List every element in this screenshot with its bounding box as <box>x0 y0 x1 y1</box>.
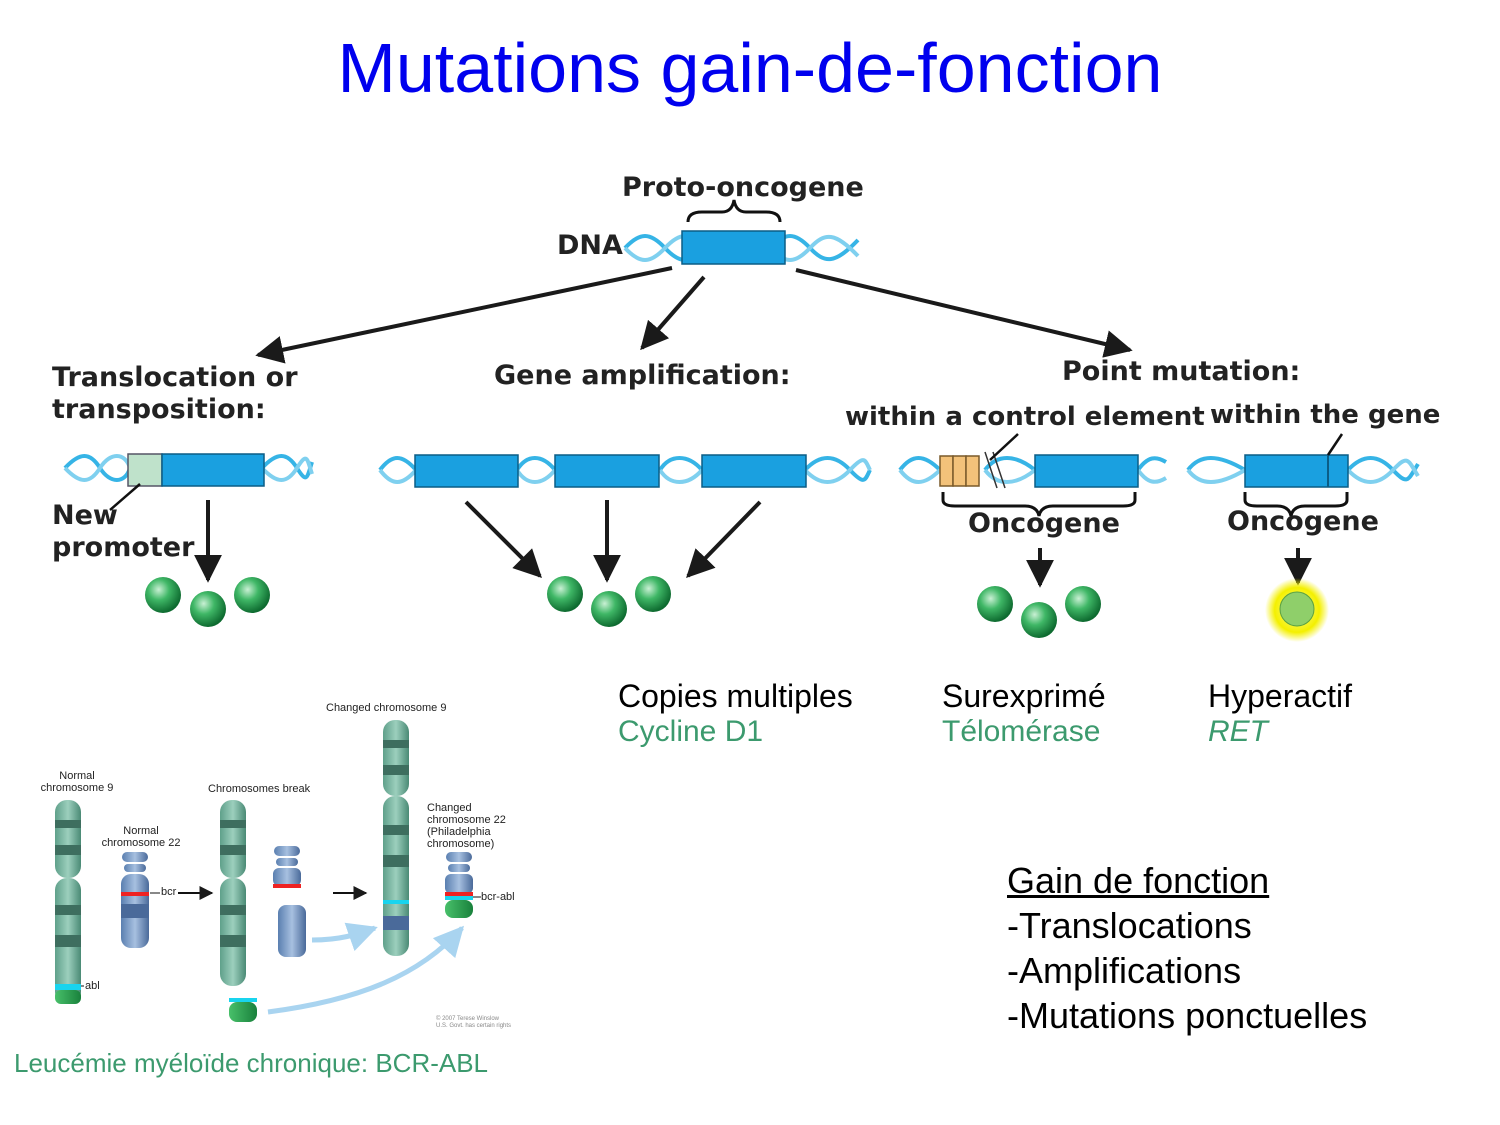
amplification-dna <box>378 456 872 484</box>
amplified-gene-copy <box>414 454 519 488</box>
proto-oncogene-gene <box>681 230 786 265</box>
category-overexpressed: Surexprimé Télomérase <box>942 678 1106 749</box>
slide-title: Mutations gain-de-fonction <box>337 29 1163 107</box>
bcr-label: bcr <box>161 886 177 898</box>
figure-caption: Leucémie myéloïde chronique: BCR-ABL <box>14 1048 489 1078</box>
arrow-abl-move <box>267 925 464 1015</box>
control-element-dna <box>898 456 1168 484</box>
category-label: Surexprimé <box>942 678 1106 714</box>
new-promoter-label: New promoter <box>52 500 195 563</box>
amplified-gene-copy <box>554 454 660 488</box>
arrow-amplification <box>640 275 706 351</box>
translocation-dna <box>63 454 314 482</box>
category-label: Copies multiples <box>618 678 853 714</box>
protein <box>635 576 671 612</box>
new-promoter-box <box>127 453 163 487</box>
new-promoter-pointer <box>109 483 141 511</box>
within-gene-dna <box>1186 456 1420 484</box>
protein <box>234 577 270 613</box>
category-example: Cycline D1 <box>618 715 764 748</box>
protein <box>591 591 627 627</box>
gene-amplification-label: Gene amplification: <box>494 360 791 391</box>
oncogene-label-gene: Oncogene <box>1227 506 1379 537</box>
summary-heading: Gain de fonction <box>1007 860 1270 901</box>
normal-chr9-label: Normal chromosome 9 <box>40 770 114 794</box>
control-oncogene-gene <box>1034 454 1139 488</box>
chromosome-9-broken <box>220 800 257 1022</box>
proto-oncogene-brace <box>686 199 782 223</box>
mutated-oncogene-brace <box>1243 492 1349 517</box>
arrow-amplification-protein <box>464 500 542 578</box>
summary-item: -Amplifications <box>1007 950 1242 991</box>
protein <box>977 586 1013 622</box>
chromosome-22-philadelphia <box>445 852 473 918</box>
control-element-boxes <box>939 451 1006 489</box>
category-copies: Copies multiples Cycline D1 <box>618 678 853 749</box>
translocation-label: Translocation or transposition: <box>52 362 298 425</box>
protein <box>145 577 181 613</box>
arrow-point-mutation <box>795 268 1133 358</box>
protein <box>1065 586 1101 622</box>
within-gene-label: within the gene <box>1210 400 1441 430</box>
bcr-abl-label: bcr-abl <box>481 891 515 903</box>
summary-block: Gain de fonction -Translocations -Amplif… <box>1007 858 1367 1038</box>
chromosome-9-changed <box>383 720 409 956</box>
protein <box>547 576 583 612</box>
category-example: RET <box>1208 715 1268 748</box>
chromosome-9-normal <box>55 800 81 1004</box>
point-mutation-pointer <box>1326 433 1344 456</box>
protein <box>190 591 226 627</box>
hyperactive-protein <box>1279 591 1315 627</box>
summary-item: -Translocations <box>1007 905 1252 946</box>
control-oncogene-brace <box>941 492 1137 517</box>
summary-item: -Mutations ponctuelles <box>1007 995 1368 1036</box>
abl-label: abl <box>85 980 100 992</box>
chromosome-22-normal <box>121 852 149 948</box>
oncogene-label-control: Oncogene <box>968 508 1120 539</box>
control-element-pointer <box>989 433 1019 461</box>
changed-chr22-label: Changed chromosome 22 (Philadelphia chro… <box>427 802 506 850</box>
arrow-amplification-protein <box>686 500 762 579</box>
arrow-translocation <box>255 266 673 364</box>
changed-chr9-label: Changed chromosome 9 <box>326 702 447 714</box>
protein <box>1021 602 1057 638</box>
dna-label: DNA <box>557 230 623 261</box>
proto-oncogene-label: Proto-oncogene <box>622 172 864 203</box>
amplified-gene-copy <box>701 454 807 488</box>
category-example: Télomérase <box>942 715 1101 748</box>
category-label: Hyperactif <box>1208 678 1353 714</box>
mutated-gene <box>1244 454 1349 488</box>
break-label: Chromosomes break <box>208 783 311 795</box>
category-hyperactive: Hyperactif RET <box>1208 678 1352 749</box>
within-control-label: within a control element <box>845 402 1205 432</box>
arrow-bcr-move <box>311 922 378 952</box>
point-mutation-label: Point mutation: <box>1062 356 1301 387</box>
translocated-gene <box>161 453 265 487</box>
normal-chr22-label: Normal chromosome 22 <box>101 825 181 849</box>
copyright-notice: © 2007 Terese Winslow U.S. Govt. has cer… <box>436 1016 512 1029</box>
chromosome-22-broken <box>273 846 306 957</box>
